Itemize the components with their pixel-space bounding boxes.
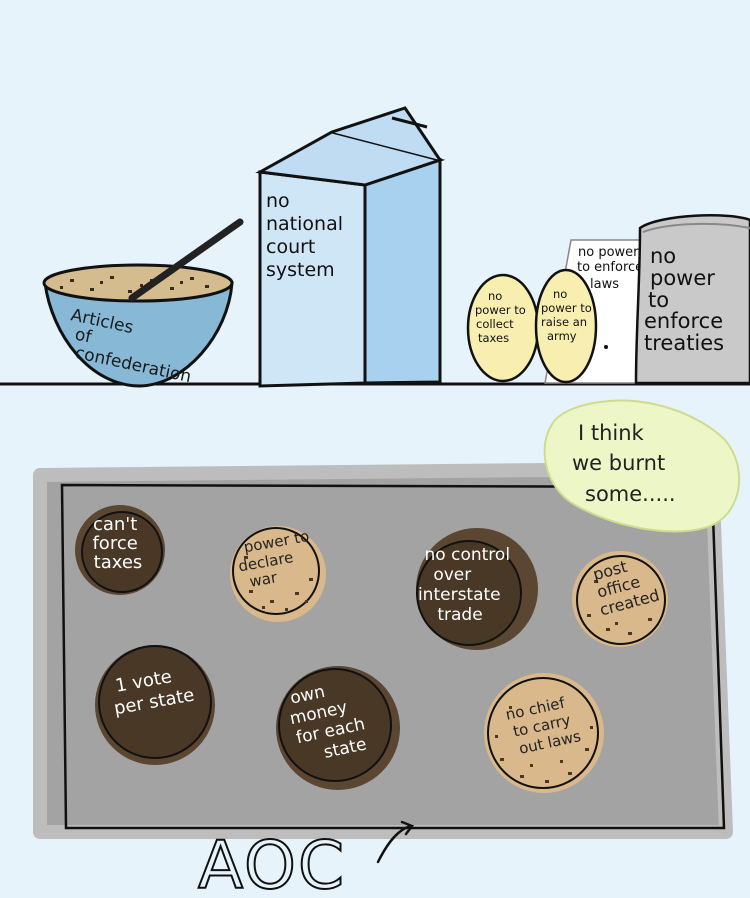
- bowl-label-line-2: of: [73, 325, 94, 348]
- bubble-line-3: some.....: [585, 482, 676, 506]
- svg-text:no power to raise: no power to raise an army: [541, 287, 595, 343]
- cookie-3-line-3: interstate: [418, 585, 501, 605]
- bag-label-line-4: enforce: [644, 309, 723, 333]
- potato-1-line-4: taxes: [478, 331, 509, 345]
- svg-text:I think we burnt s: I think we burnt some.....: [572, 421, 676, 506]
- cookie-3-line-1: no control: [425, 545, 511, 565]
- arrow-icon: [376, 820, 414, 864]
- bubble-line-2: we burnt: [572, 451, 665, 475]
- cookie-3-line-4: trade: [437, 605, 482, 625]
- milk-carton: no national court system: [255, 106, 446, 388]
- bag-label-line-5: treaties: [644, 331, 724, 355]
- cookie-1-line-1: can't: [93, 514, 137, 535]
- potato-2-line-2: power to: [541, 301, 592, 315]
- cookie-3-line-2: over: [433, 565, 471, 585]
- svg-text:no power to enforce: no power to enforce laws: [577, 245, 647, 292]
- cookie-own-money-each-state: own money for each state: [276, 666, 400, 790]
- potato-1-line-1: no: [488, 289, 502, 303]
- flour-bag: no power to enforce treaties: [634, 214, 750, 385]
- paper-label-line-3: laws: [590, 277, 619, 292]
- cookie-post-office-created: post office created: [572, 551, 668, 647]
- bubble-line-1: I think: [578, 421, 645, 445]
- aoc-label: AOC: [198, 827, 346, 898]
- svg-text:post office create: post office created: [588, 551, 661, 620]
- svg-text:no control over in: no control over interstate trade: [418, 545, 516, 625]
- bag-label-line-2: power: [650, 266, 715, 290]
- potato-1-line-3: collect: [476, 317, 514, 331]
- potato-2-line-4: army: [547, 329, 577, 343]
- carton-label-line-2: national: [266, 213, 343, 235]
- svg-text:no power to: no power to enforce treaties: [644, 244, 730, 355]
- svg-text:power to declare w: power to declare war: [234, 526, 322, 592]
- bag-label-line-1: no: [650, 244, 676, 268]
- cookie-no-control-interstate-trade: no control over interstate trade: [416, 528, 538, 650]
- potato-1-line-2: power to: [475, 303, 526, 317]
- cookie-cant-force-taxes: can't force taxes: [75, 505, 165, 595]
- cookie-one-vote-per-state: 1 vote per state: [95, 645, 215, 765]
- potato-2-line-1: no: [553, 287, 567, 301]
- potato-2-line-3: raise an: [541, 315, 587, 329]
- cookie-power-to-declare-war: power to declare war: [230, 526, 326, 622]
- cookie-1-line-3: taxes: [94, 552, 143, 573]
- svg-text:no national court: no national court system: [266, 190, 349, 281]
- potato-raise-army: no power to raise an army: [534, 268, 598, 384]
- potato-collect-taxes: no power to collect taxes: [466, 273, 540, 383]
- paper-label-line-2: to enforce: [577, 260, 643, 275]
- svg-text:can't force taxes: can't force taxes: [92, 514, 143, 573]
- cookie-1-line-2: force: [92, 533, 137, 554]
- bag-label-line-3: to: [648, 288, 669, 312]
- speech-bubble: I think we burnt some.....: [543, 399, 741, 533]
- cookie-2-line-3: war: [248, 568, 279, 591]
- cookie-no-chief-carry-out-laws: no chief to carry out laws: [484, 673, 604, 793]
- svg-text:own money for each: own money for each state: [284, 674, 376, 768]
- carton-label-line-4: system: [266, 259, 335, 281]
- carton-label-line-1: no: [266, 190, 290, 212]
- carton-label-line-3: court: [266, 236, 315, 258]
- paper-label-line-1: no power: [578, 245, 639, 260]
- svg-text:no power to collec: no power to collect taxes: [475, 289, 529, 345]
